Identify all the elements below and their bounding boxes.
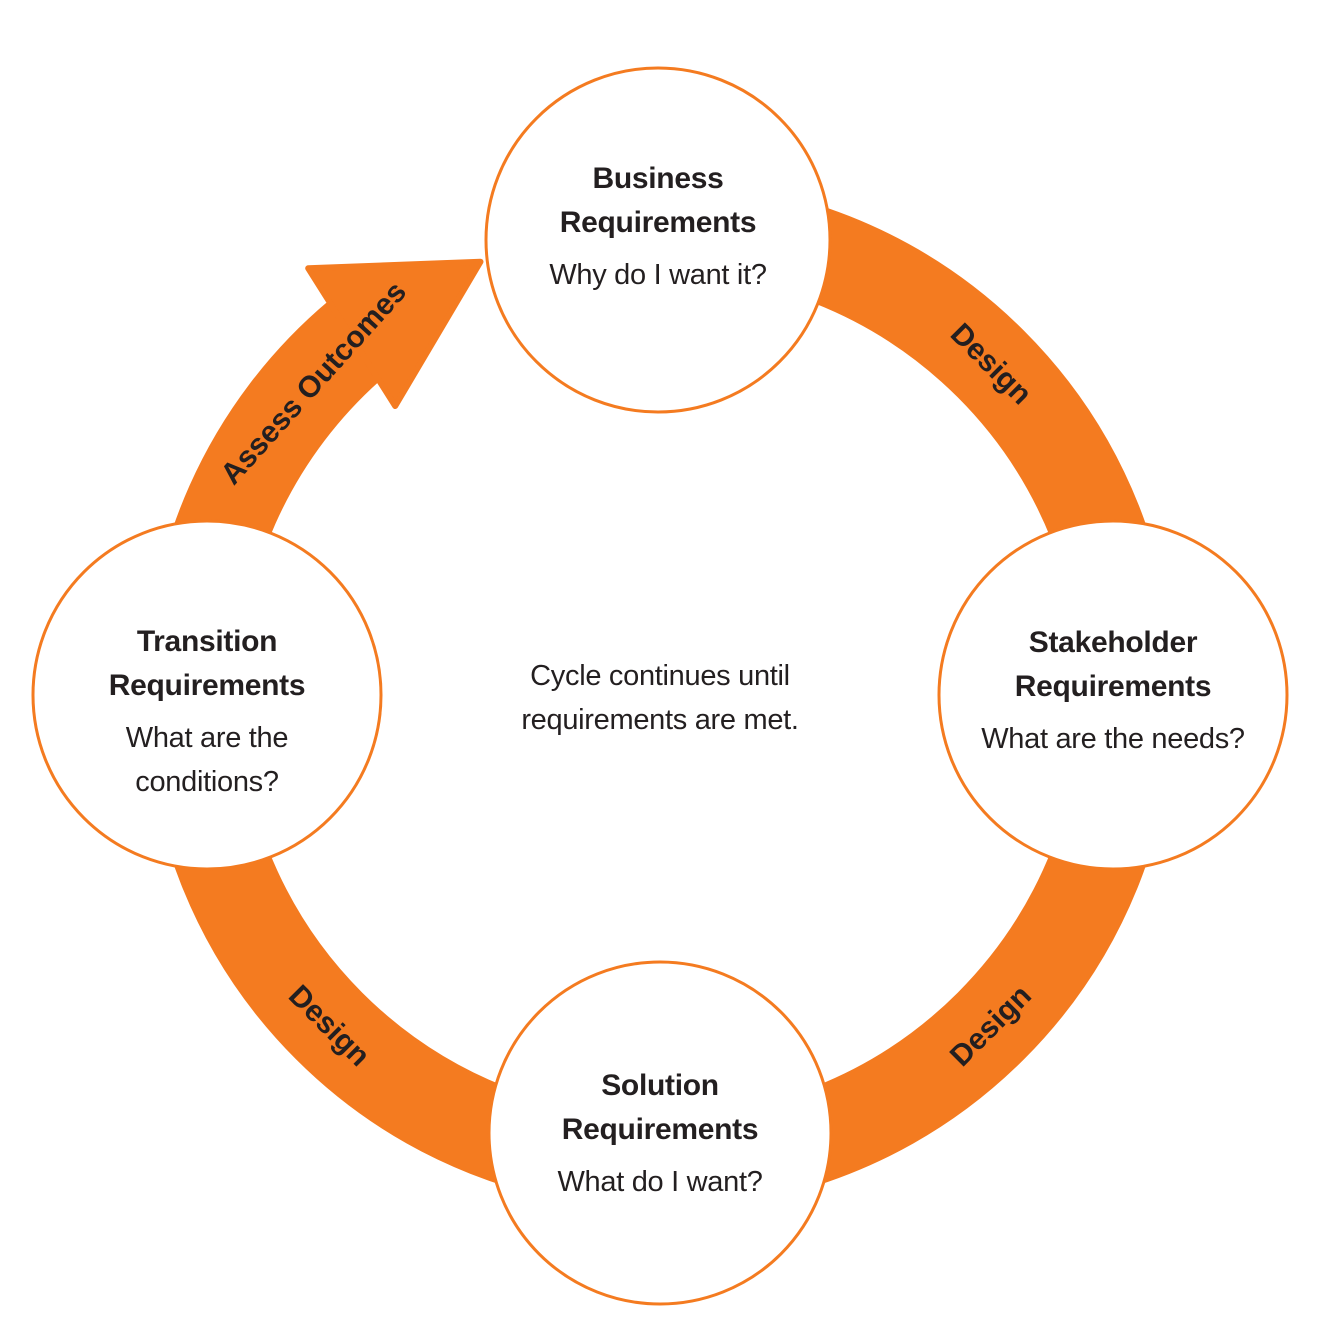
node-circle-transition: [31, 519, 383, 871]
node-title-line1: Stakeholder: [1028, 626, 1198, 659]
node-circle-solution: [487, 960, 833, 1306]
arrowhead-icon: [305, 258, 484, 409]
node-solution: Solution Requirements What do I want?: [495, 1064, 825, 1204]
center-note: Cycle continues until requirements are m…: [521, 660, 799, 736]
node-question: What are the conditions?: [125, 722, 289, 798]
node-question: What are the needs?: [981, 723, 1245, 755]
node-title-line2: Requirements: [559, 206, 757, 239]
node-title-line1: Solution: [601, 1069, 719, 1102]
node-circle-business: [484, 66, 832, 414]
node-question: What do I want?: [557, 1166, 763, 1198]
node-transition: Transition Requirements What are the con…: [77, 620, 337, 804]
design-band: [145, 180, 1175, 1210]
node-title-line2: Requirements: [561, 1113, 759, 1146]
node-business: Business Requirements Why do I want it?: [493, 157, 823, 297]
node-title-line1: Transition: [136, 625, 278, 658]
node-circle-stakeholder: [937, 519, 1289, 871]
node-question: Why do I want it?: [549, 259, 767, 291]
node-title-line1: Business: [592, 162, 724, 195]
node-title-line2: Requirements: [108, 669, 306, 702]
node-title-line2: Requirements: [1014, 670, 1212, 703]
node-stakeholder: Stakeholder Requirements What are the ne…: [948, 621, 1278, 761]
